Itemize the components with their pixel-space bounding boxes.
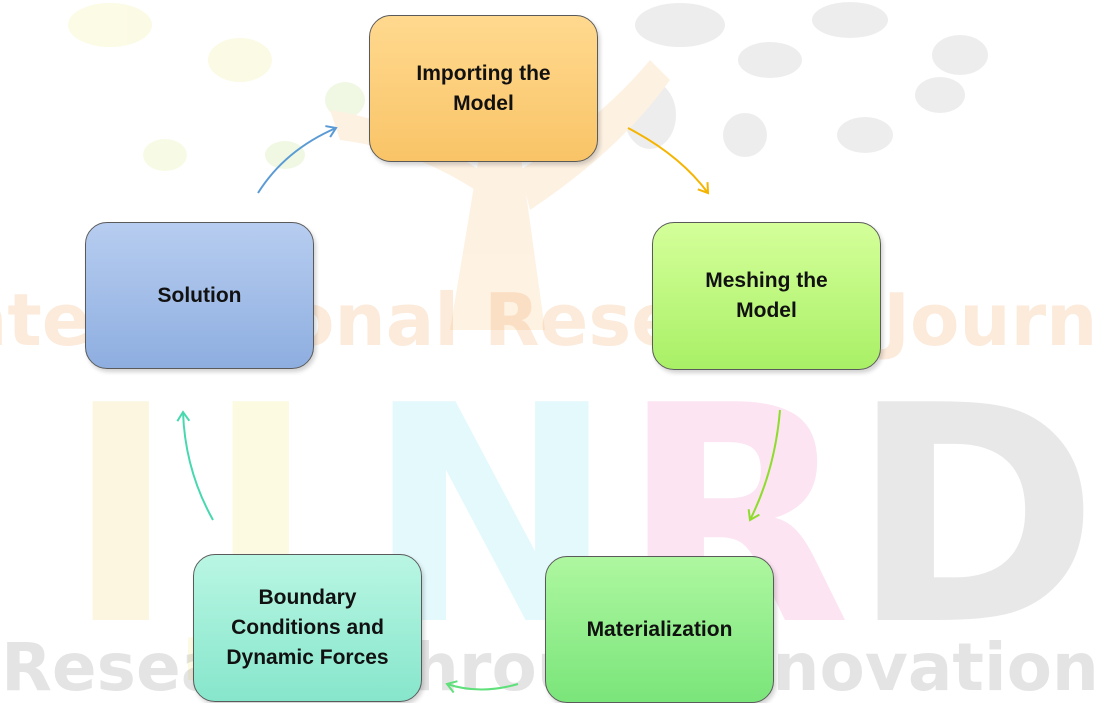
arrow-solution-to-import xyxy=(257,125,338,194)
arrow-mesh-to-material xyxy=(747,409,781,522)
node-importing-the-model: Importing the Model xyxy=(369,15,598,162)
node-solution: Solution xyxy=(85,222,314,369)
arrow-import-to-mesh xyxy=(627,127,710,195)
node-boundary-conditions: Boundary Conditions and Dynamic Forces xyxy=(193,554,422,702)
node-materialization: Materialization xyxy=(545,556,774,703)
arrow-material-to-boundary xyxy=(445,680,519,694)
node-meshing-the-model: Meshing the Model xyxy=(652,222,881,370)
arrow-boundary-to-solution xyxy=(176,410,214,521)
